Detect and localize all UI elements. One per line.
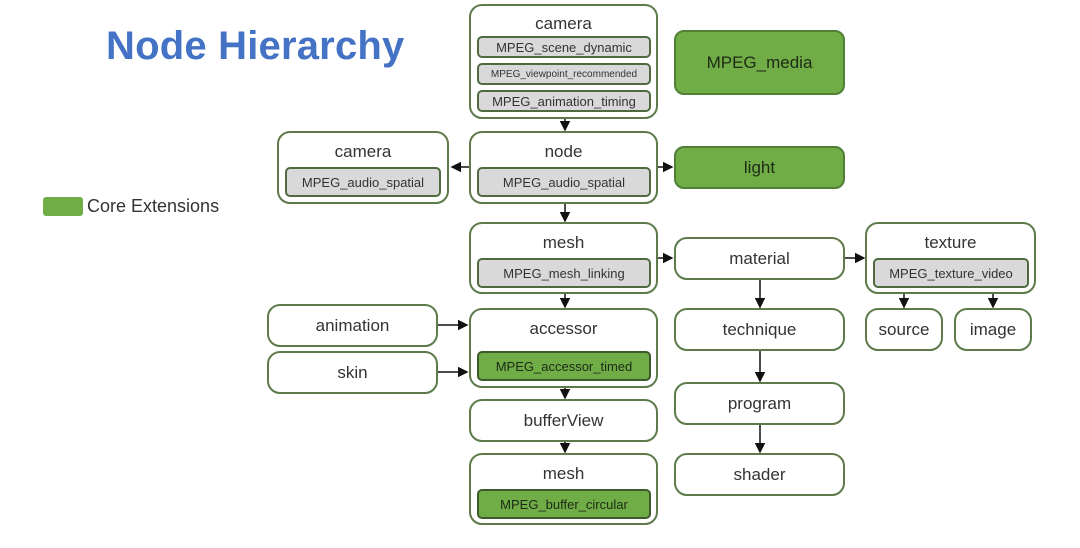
node-skin-label: skin [337,363,368,382]
node-technique: technique [674,308,845,351]
legend-swatch-core [43,197,83,216]
node-accessor: accessor MPEG_accessor_timed [469,308,658,388]
node-node-label: node [544,142,583,161]
node-source: source [865,308,943,351]
ext-mpeg-texture-video: MPEG_texture_video [873,258,1029,288]
ext-mpeg-animation-timing: MPEG_animation_timing [477,90,651,112]
node-camera-top-label: camera [535,14,592,33]
node-light: light [674,146,845,189]
node-mesh: mesh MPEG_mesh_linking [469,222,658,294]
node-animation: animation [267,304,438,347]
ext-mpeg-accessor-timed: MPEG_accessor_timed [477,351,651,381]
ext-mpeg-audio-spatial-camera: MPEG_audio_spatial [285,167,441,197]
ext-mpeg-mesh-linking: MPEG_mesh_linking [477,258,651,288]
node-animation-label: animation [315,316,390,335]
node-program: program [674,382,845,425]
node-texture: texture MPEG_texture_video [865,222,1036,294]
node-node: node MPEG_audio_spatial [469,131,658,204]
node-program-label: program [727,394,792,413]
legend-label: Core Extensions [87,196,220,216]
ext-mpeg-viewpoint-recommended: MPEG_viewpoint_recommended [477,63,651,85]
node-image: image [954,308,1032,351]
node-shader-label: shader [733,465,786,484]
ext-mpeg-buffer-circular: MPEG_buffer_circular [477,489,651,519]
node-bufferview-label: bufferView [523,411,604,430]
node-skin: skin [267,351,438,394]
node-material-label: material [729,249,790,268]
node-mpeg-media: MPEG_media [674,30,845,95]
ext-mpeg-scene-dynamic: MPEG_scene_dynamic [477,36,651,58]
node-camera-left-label: camera [334,142,392,161]
node-bufferview: bufferView [469,399,658,442]
node-source-label: source [878,320,930,339]
node-shader: shader [674,453,845,496]
node-texture-label: texture [924,233,977,252]
node-technique-label: technique [722,320,797,339]
node-camera-left: camera MPEG_audio_spatial [277,131,449,204]
node-mesh-buffer-label: mesh [542,464,585,483]
node-image-label: image [969,320,1017,339]
ext-mpeg-audio-spatial-node: MPEG_audio_spatial [477,167,651,197]
page-title: Node Hierarchy [106,24,405,68]
legend: Core Extensions [43,196,219,217]
node-mesh-label: mesh [542,233,585,252]
node-camera-top: camera MPEG_scene_dynamic MPEG_viewpoint… [469,4,658,119]
node-mesh-buffer: mesh MPEG_buffer_circular [469,453,658,525]
node-material: material [674,237,845,280]
node-accessor-label: accessor [529,319,598,338]
